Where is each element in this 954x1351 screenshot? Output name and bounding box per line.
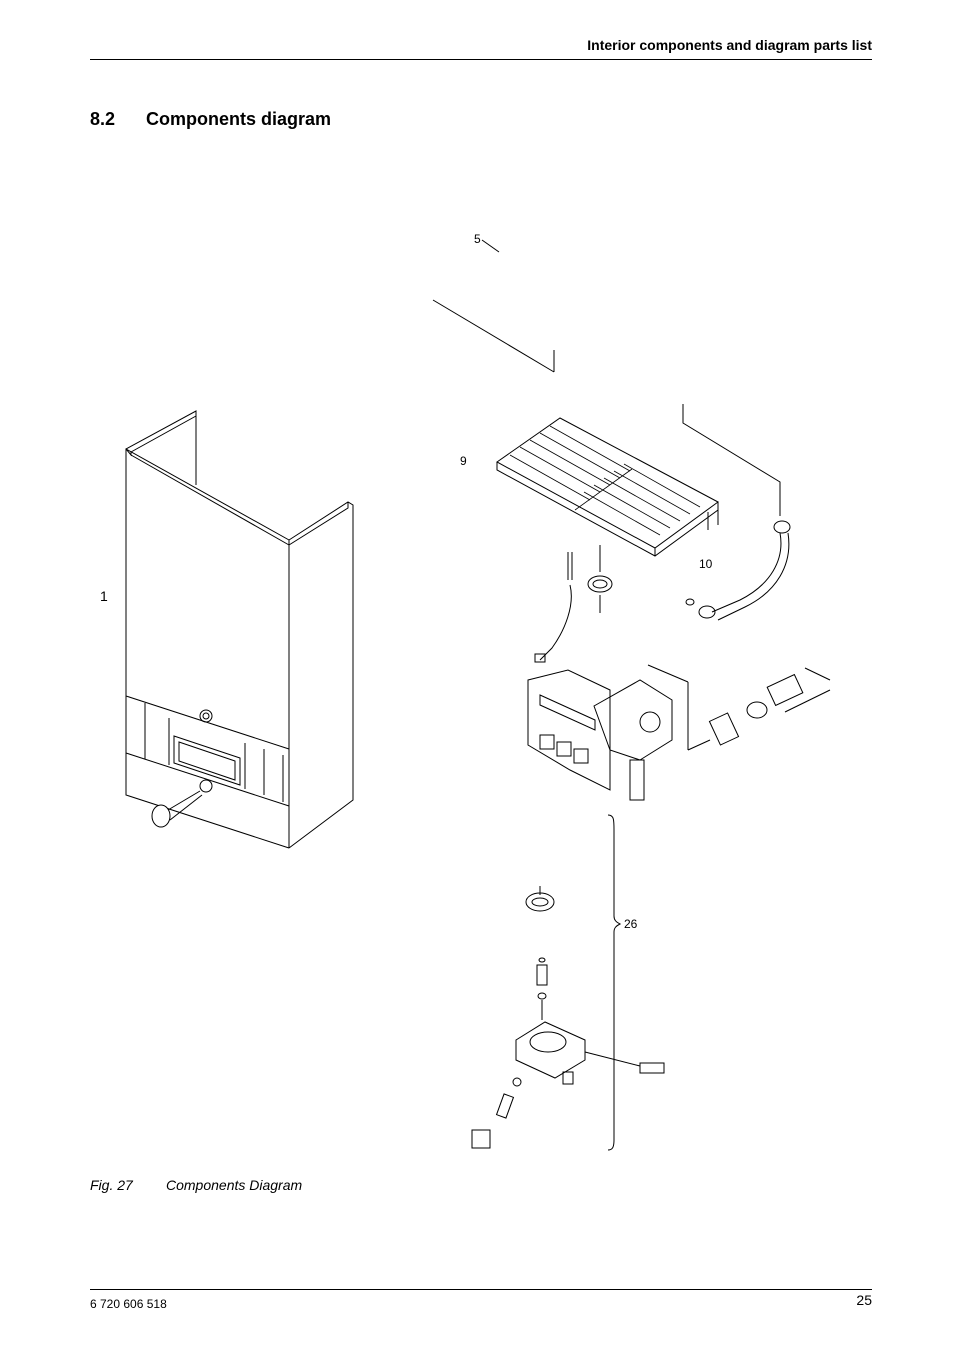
document-number: 6 720 606 518 [90,1297,167,1311]
pipe-part-10 [682,404,791,621]
burner-part-9 [496,417,719,557]
label-part-9: 9 [460,454,467,468]
running-header: Interior components and diagram parts li… [587,37,872,53]
bracket-part-26 [607,814,622,1151]
footer-rule [90,1289,872,1290]
water-section-parts [471,886,665,1149]
figure-caption-text: Components Diagram [166,1177,303,1193]
casing-part-1 [125,410,354,849]
figure-caption: Fig. 27 Components Diagram [90,1177,302,1193]
label-part-10: 10 [699,557,713,571]
gas-valve-assembly [527,664,831,801]
electrode-and-seal [534,545,613,663]
header-rule [90,59,872,60]
section-title: Components diagram [146,109,332,129]
label-part-26: 26 [624,917,638,931]
section-heading: 8.2 Components diagram [90,109,331,130]
page-number: 25 [856,1292,872,1308]
part-5-leader [432,239,555,373]
label-part-1: 1 [100,588,108,604]
figure-number: Fig. 27 [90,1177,133,1193]
section-number: 8.2 [90,109,116,129]
label-part-5: 5 [474,232,481,246]
